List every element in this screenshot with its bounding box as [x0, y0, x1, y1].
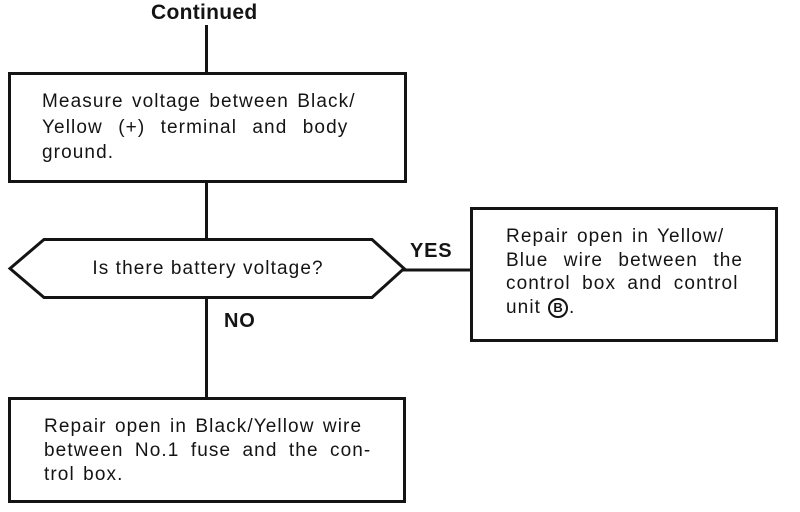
process-box-measure-voltage: Measure voltage between Black/ Yellow (+… — [8, 72, 407, 183]
no-box-line: between No.1 fuse and the con- — [44, 440, 372, 461]
measure-box-line: Yellow (+) terminal and body — [42, 116, 349, 138]
yes-box-line: control box and control — [506, 273, 739, 295]
continued-label: Continued — [151, 1, 258, 24]
no-box-line: Repair open in Black/Yellow wire — [44, 416, 363, 437]
yes-box-line: Repair open in Yellow/ — [506, 226, 725, 247]
no-box-line: trol box. — [44, 464, 124, 485]
result-box-repair-yellow-blue: Repair open in Yellow/ Blue wire between… — [470, 207, 778, 342]
measure-box-line: Measure voltage between Black/ — [42, 91, 356, 112]
yes-box-last-line-text: unit — [506, 296, 542, 318]
result-box-repair-black-yellow: Repair open in Black/Yellow wire between… — [8, 397, 406, 503]
measure-box-line: ground. — [42, 142, 115, 163]
decision-question: Is there battery voltage? — [92, 258, 324, 279]
yes-box-last-line-period: . — [569, 296, 576, 318]
yes-branch-label: YES — [410, 240, 453, 262]
circled-b-connector-ref: B — [548, 297, 569, 318]
decision-hexagon-shape — [7, 238, 407, 299]
yes-box-line: unit B . — [506, 296, 767, 320]
yes-box-line: Blue wire between the — [506, 249, 744, 271]
no-branch-label: NO — [224, 310, 256, 332]
